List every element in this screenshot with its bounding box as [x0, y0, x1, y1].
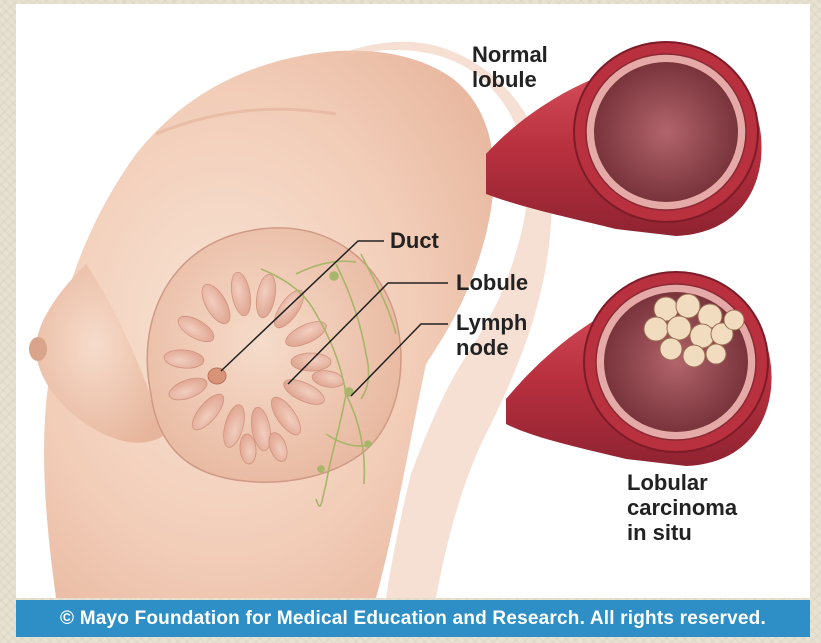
- label-lymph-node: Lymph node: [456, 310, 527, 360]
- label-normal-lobule: Normal lobule: [472, 42, 548, 92]
- label-duct: Duct: [390, 228, 439, 253]
- label-lobule: Lobule: [456, 270, 528, 295]
- carcinoma-cross-section: [506, 272, 772, 466]
- illustration-panel: Normal lobule Duct Lobule Lymph node Lob…: [16, 4, 810, 598]
- copyright-footer: © Mayo Foundation for Medical Education …: [16, 600, 810, 637]
- label-lobular-carcinoma: Lobular carcinoma in situ: [627, 470, 737, 545]
